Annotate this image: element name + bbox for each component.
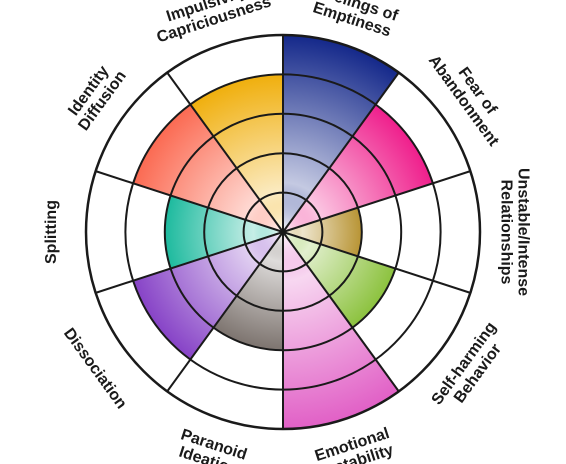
wedge-identity-diffusion <box>133 104 283 232</box>
wedge-dissociation <box>133 232 283 360</box>
wedge-fear-of-abandonment <box>283 104 433 232</box>
segment-label-5: EmotionalInstability <box>313 425 397 464</box>
segment-label-2: Fear ofAbandonment <box>425 42 516 150</box>
segment-label-7: Dissociation <box>60 325 130 412</box>
segment-label-line: Dissociation <box>60 325 130 412</box>
wedge-self-harming-behavior <box>283 232 396 328</box>
segment-label-line: Unstable/Intense <box>515 168 532 296</box>
wedge-splitting <box>164 195 283 269</box>
grid-spoke-7 <box>166 231 284 392</box>
segment-label-10: Impulsivity/Capriciousness <box>150 0 274 46</box>
wedge-impulsivity-capriciousness <box>190 74 283 233</box>
wedge-emotional-instability <box>283 232 399 429</box>
segment-label-line: Splitting <box>43 200 60 264</box>
segment-label-8: Splitting <box>43 200 60 264</box>
wedge-feelings-of-emptiness <box>283 35 399 232</box>
grid-spoke-3 <box>282 170 471 233</box>
grid-spoke-4 <box>282 231 471 294</box>
grid-spoke-5 <box>282 231 400 392</box>
grid-spoke-8 <box>95 231 284 294</box>
grid-spoke-2 <box>282 72 400 233</box>
segment-label-4: Self-harmingBehavior <box>429 319 514 418</box>
wedge-layer <box>133 35 433 429</box>
wedge-paranoid-ideation <box>213 232 283 351</box>
grid-spoke-9 <box>95 170 284 233</box>
segment-label-3: Unstable/IntenseRelationships <box>498 168 532 296</box>
segment-label-1: Feelings ofEmptiness <box>309 0 400 41</box>
segment-label-line: Relationships <box>498 180 515 285</box>
grid-spoke-10 <box>166 72 284 233</box>
segment-label-6: ParanoidIdeation <box>173 426 249 464</box>
grid-layer <box>84 33 482 431</box>
